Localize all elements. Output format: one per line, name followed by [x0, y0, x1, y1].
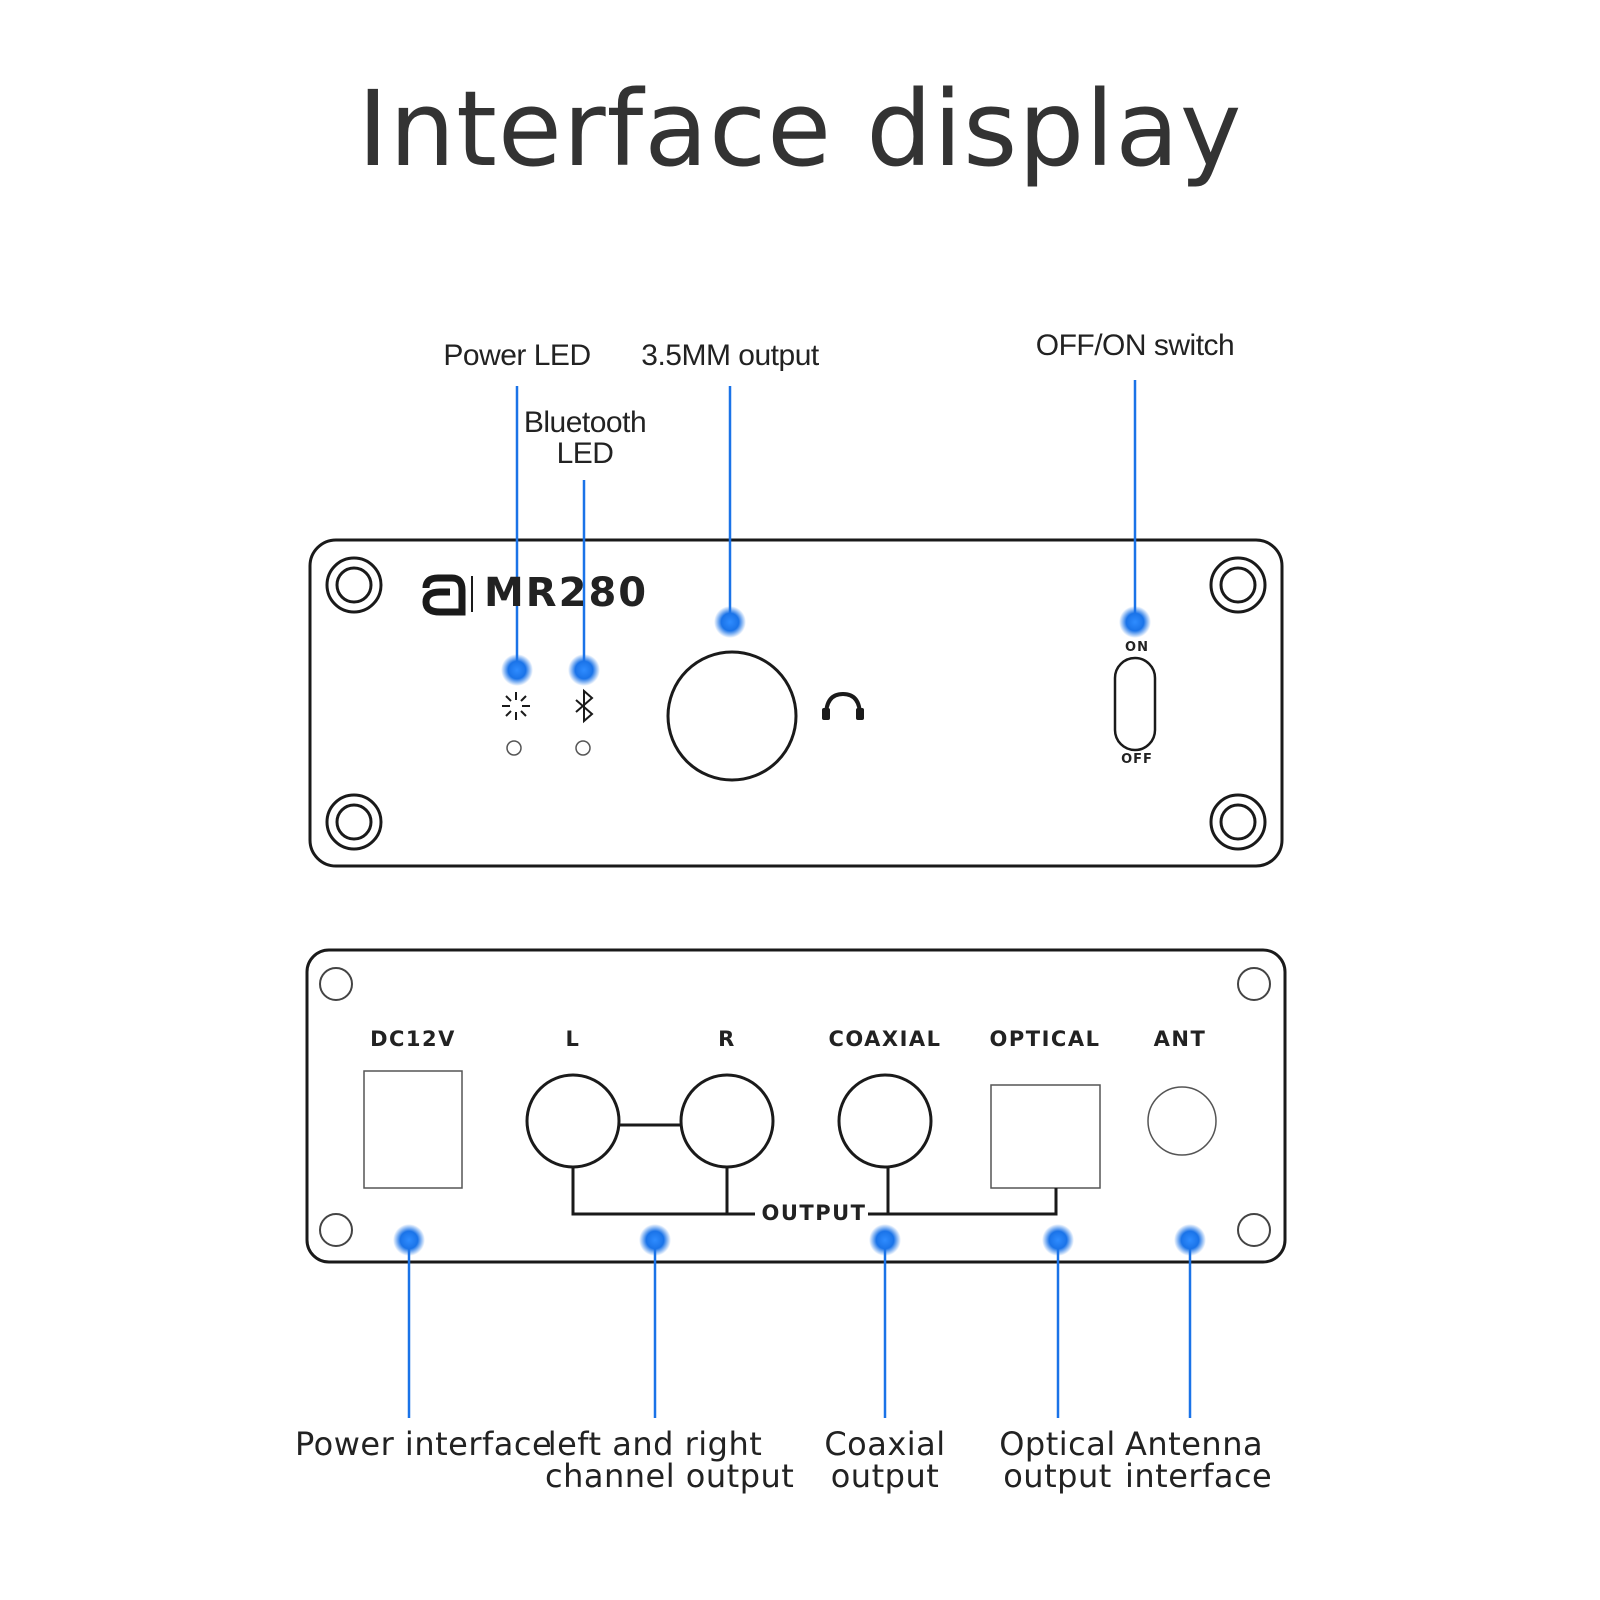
- left-label: L: [565, 1027, 581, 1051]
- front-screw-tl: [325, 556, 383, 614]
- antenna-port: [1147, 1086, 1217, 1156]
- a-logo-icon: [422, 574, 473, 616]
- optical-port: [990, 1084, 1101, 1189]
- power-switch: [1113, 656, 1157, 752]
- bluetooth-led: [575, 740, 591, 756]
- ant-label: ANT: [1153, 1027, 1207, 1051]
- rear-screw-bl: [319, 1213, 353, 1247]
- callout-bluetooth-led-line1: Bluetooth: [523, 406, 647, 439]
- callout-lr-line2: channel output: [545, 1457, 795, 1495]
- callout-lines: [407, 380, 1192, 1418]
- rear-screw-tr: [1237, 967, 1271, 1001]
- rear-screw-tl: [319, 967, 353, 1001]
- callout-optical-line1: Optical: [999, 1425, 1116, 1463]
- power-led: [506, 740, 522, 756]
- rear-panel: [305, 948, 1287, 1264]
- callout-coaxial-line1: Coaxial: [824, 1425, 946, 1463]
- switch-on-label: ON: [1125, 640, 1149, 655]
- output-bracket: [571, 1167, 1058, 1216]
- page-title: Interface display: [357, 68, 1243, 190]
- coaxial-label: COAXIAL: [828, 1027, 942, 1051]
- coaxial-port: [837, 1073, 933, 1169]
- power-led-icon: [502, 692, 530, 720]
- optical-label: OPTICAL: [989, 1027, 1101, 1051]
- callout-power-led: Power LED: [443, 339, 591, 372]
- front-screw-br: [1209, 793, 1267, 851]
- front-screw-tr: [1209, 556, 1267, 614]
- callout-bluetooth-led-line2: LED: [556, 437, 614, 470]
- rear-screw-br: [1237, 1213, 1271, 1247]
- switch-off-label: OFF: [1121, 752, 1153, 767]
- dc-label: DC12V: [370, 1027, 456, 1051]
- front-screw-bl: [325, 793, 383, 851]
- callout-switch: OFF/ON switch: [1035, 329, 1235, 362]
- callout-antenna-line1: Antenna: [1125, 1425, 1264, 1463]
- callout-35mm-output: 3.5MM output: [641, 339, 819, 372]
- brand-name: MR280: [484, 570, 649, 616]
- callout-antenna-line2: interface: [1125, 1457, 1273, 1495]
- right-label: R: [718, 1027, 736, 1051]
- output-label: OUTPUT: [761, 1201, 867, 1225]
- callout-lr-line1: left and right: [547, 1425, 763, 1463]
- headphone-jack: [666, 650, 798, 782]
- callout-optical-line2: output: [1003, 1457, 1112, 1495]
- callout-coaxial-line2: output: [830, 1457, 940, 1495]
- callout-power-interface: Power interface: [295, 1425, 553, 1463]
- headphone-icon: [822, 691, 864, 720]
- bluetooth-icon: [575, 688, 594, 724]
- callout-dots: [393, 606, 1206, 1256]
- dc-port: [363, 1070, 463, 1189]
